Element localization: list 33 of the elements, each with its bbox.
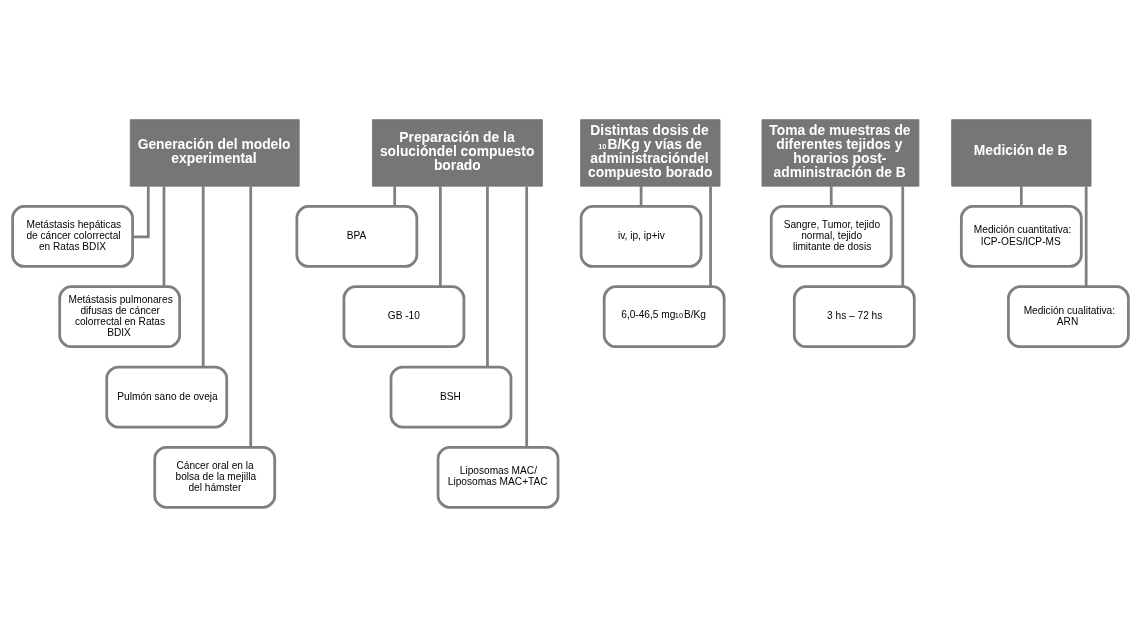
node-box: Liposomas MAC/ Liposomas MAC+TAC (436, 445, 560, 509)
node-box: Pulmón sano de oveja (105, 365, 229, 428)
connector (201, 185, 205, 367)
connector (162, 185, 166, 287)
connector (525, 185, 529, 447)
connector (1084, 185, 1088, 287)
connector (439, 185, 442, 287)
connector (393, 185, 397, 206)
connector (829, 185, 833, 206)
node-box: Sangre, Tumor, tejido normal, tejido limitante de dosis (769, 204, 893, 268)
node-box: Metástasis pulmonares difusas de cáncer colorrectal en Ratas BDIX (58, 284, 182, 348)
connector (639, 185, 643, 206)
node-box: Distintas dosis de 10B/Kg y vías de administracióndel compuesto borado (580, 118, 721, 187)
node-box: Cáncer oral en la bolsa de la mejilla del hámster (153, 445, 277, 509)
node-box: iv, ip, ip+iv (579, 204, 703, 268)
connector (1019, 185, 1023, 206)
connector (709, 185, 712, 287)
connector (901, 185, 905, 287)
connector (486, 185, 489, 367)
node-box: 6,0-46,5 mg10B/Kg (602, 284, 726, 348)
node-box: BSH (389, 365, 513, 428)
node-box: Medición de B (951, 118, 1092, 187)
connector (249, 185, 253, 447)
node-box: BPA (295, 204, 419, 268)
node-box: GB -10 (342, 284, 466, 348)
node-box: Generación del modelo experimental (129, 118, 300, 187)
node-box: 3 hs – 72 hs (792, 284, 916, 348)
node-box: Metástasis hepáticas de cáncer colorrectal en Ratas BDIX (11, 204, 134, 268)
node-box: Toma de muestras de diferentes tejidos y horarios post-administración de B (761, 118, 920, 187)
node-box: Preparación de la solucióndel compuesto borado (372, 118, 543, 187)
connector (132, 185, 150, 238)
node-box: Medición cuantitativa: ICP-OES/ICP-MS (959, 204, 1083, 268)
node-box: Medición cualitativa: ARN (1007, 284, 1130, 348)
